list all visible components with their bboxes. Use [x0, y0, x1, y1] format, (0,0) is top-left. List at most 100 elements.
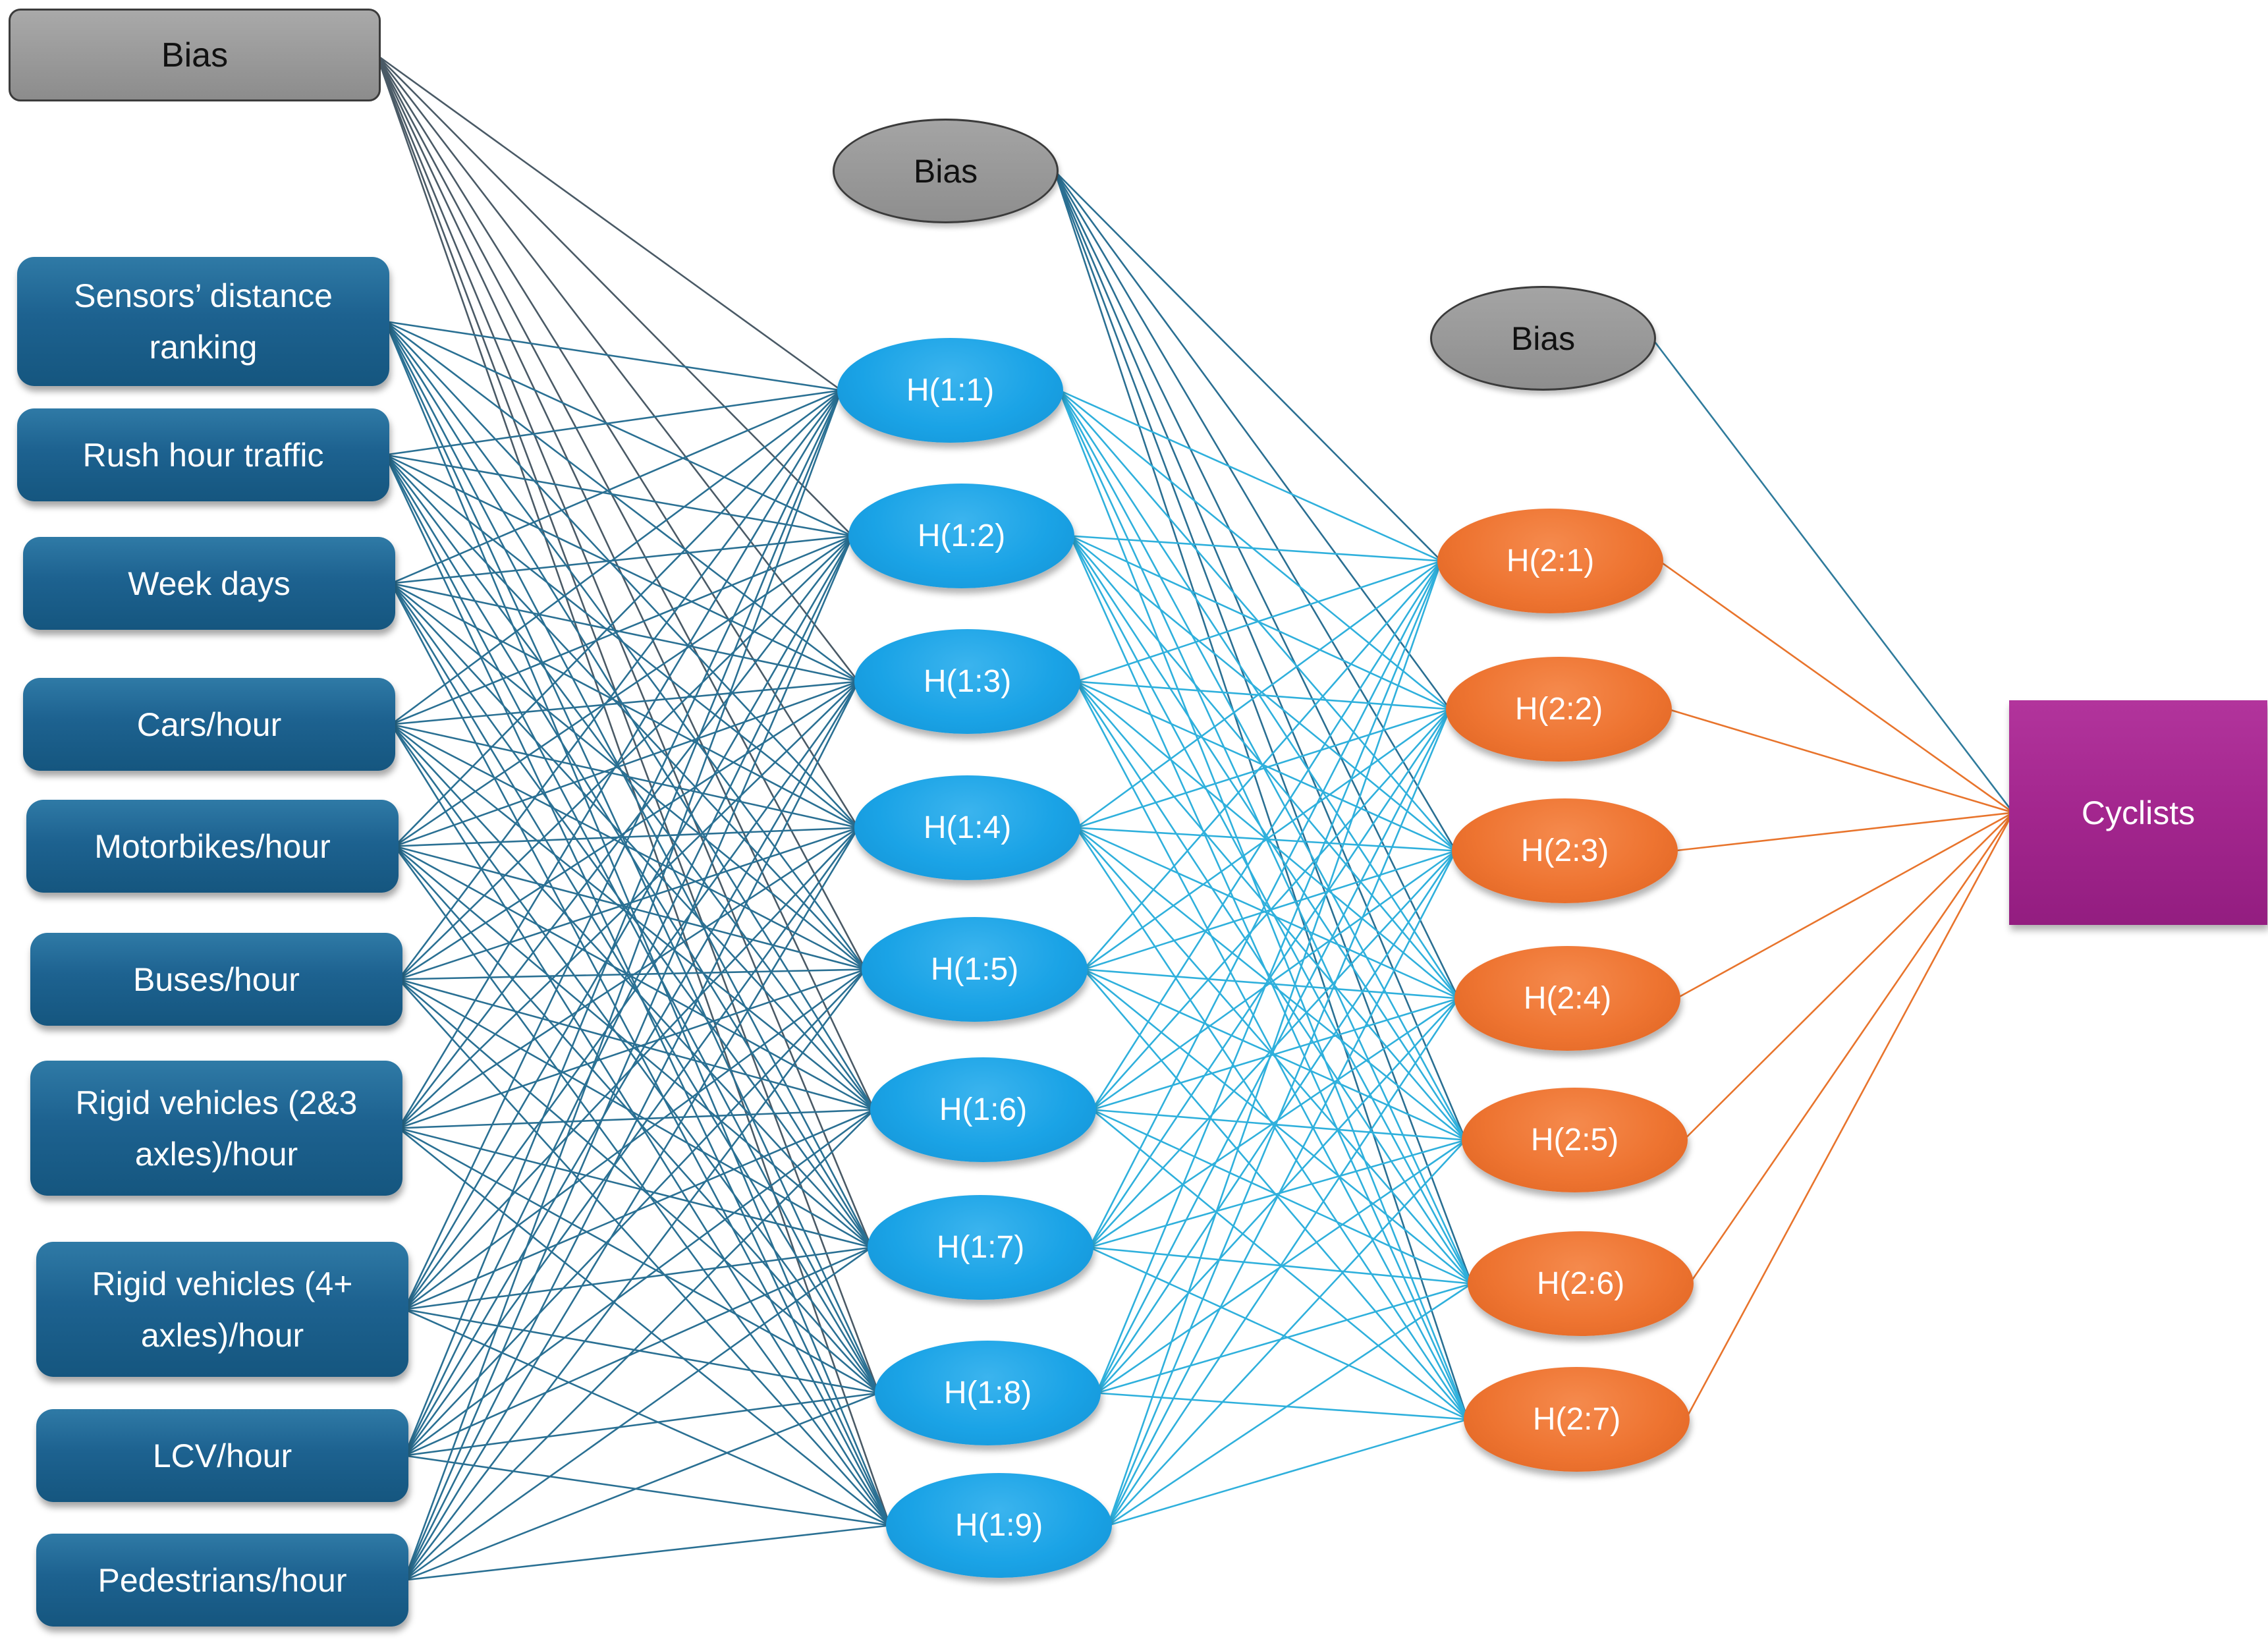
- input-to-hidden1-edge: [384, 454, 891, 1526]
- hidden2-to-output-edge: [1676, 812, 2014, 999]
- hidden1-label: H(1:4): [923, 810, 1012, 845]
- hidden1-label: H(1:3): [923, 664, 1012, 699]
- input-to-hidden1-edge: [391, 723, 866, 970]
- input-to-hidden1-edge: [384, 321, 873, 1248]
- hidden1-label: H(1:8): [943, 1376, 1032, 1410]
- input-to-hidden1-edge: [398, 681, 859, 980]
- output-node-cyclists: Cyclists: [2009, 700, 2267, 925]
- hidden1-to-hidden2-edge: [1076, 708, 1451, 829]
- hidden1-to-hidden2-edge: [1092, 997, 1459, 1111]
- hidden1-node-8: H(1:8): [875, 1341, 1101, 1445]
- hidden1-to-hidden2-edge: [1083, 968, 1459, 999]
- input-bias-edge: [375, 54, 860, 682]
- hidden2-bias-label: Bias: [1510, 320, 1576, 357]
- hidden2-label: H(2:1): [1506, 543, 1595, 578]
- input-to-hidden1-edge: [384, 321, 867, 970]
- input-to-hidden1-edge: [403, 390, 843, 1456]
- input-to-hidden1-edge: [385, 454, 859, 682]
- input-to-hidden1-edge: [391, 535, 853, 584]
- input-to-hidden1-edge: [385, 454, 853, 537]
- hidden1-node-4: H(1:4): [854, 775, 1080, 880]
- input-bias-node: Bias: [9, 9, 381, 101]
- hidden1-to-hidden2-edge: [1091, 560, 1443, 1111]
- hidden1-label: H(1:7): [936, 1230, 1025, 1265]
- hidden2-node-4: H(2:4): [1454, 946, 1680, 1051]
- hidden1-to-hidden2-edge: [1076, 681, 1466, 1141]
- hidden1-to-hidden2-edge: [1070, 535, 1459, 999]
- input-to-hidden1-edge: [404, 968, 866, 1457]
- input-to-hidden1-edge: [404, 1246, 872, 1457]
- input-label: Rigid vehicles (4+ axles)/hour: [92, 1265, 353, 1354]
- hidden1-to-hidden2-edge: [1076, 681, 1451, 710]
- hidden2-label: H(2:4): [1523, 981, 1612, 1016]
- input-to-hidden1-edge: [385, 454, 859, 829]
- input-node-sensors-distance-ranking: Sensors’ distance ranking: [17, 257, 389, 386]
- hidden1-bias-edge: [1053, 170, 1460, 999]
- hidden1-node-3: H(1:3): [854, 629, 1080, 734]
- hidden1-to-hidden2-edge: [1070, 535, 1442, 562]
- input-label: Motorbikes/hour: [94, 827, 331, 865]
- hidden1-to-hidden2-edge: [1076, 681, 1456, 852]
- input-to-hidden1-edge: [384, 454, 875, 1111]
- hidden1-to-hidden2-edge: [1107, 850, 1457, 1526]
- input-node-rush-hour-traffic: Rush hour traffic: [17, 408, 389, 501]
- hidden1-to-hidden2-edge: [1088, 708, 1451, 1248]
- input-node-buses-per-hour: Buses/hour: [30, 933, 402, 1026]
- input-to-hidden1-edge: [397, 535, 854, 1129]
- input-to-hidden1-edge: [403, 535, 854, 1457]
- input-node-pedestrians-per-hour: Pedestrians/hour: [36, 1534, 408, 1627]
- hidden1-to-hidden2-edge: [1107, 1283, 1472, 1526]
- input-to-hidden1-edge: [403, 535, 854, 1310]
- hidden1-bias-edge: [1053, 170, 1457, 852]
- hidden1-bias-label: Bias: [913, 152, 978, 190]
- input-to-hidden1-edge: [394, 681, 859, 847]
- input-to-hidden1-edge: [391, 389, 842, 584]
- input-to-hidden1-edge: [398, 827, 859, 980]
- input-bias-edge: [376, 54, 853, 537]
- hidden1-to-hidden2-edge: [1059, 389, 1451, 710]
- hidden1-to-hidden2-edge: [1070, 535, 1456, 852]
- input-to-hidden1-edge: [398, 968, 866, 980]
- hidden2-label: H(2:6): [1536, 1266, 1625, 1301]
- input-bias-label: Bias: [161, 36, 229, 74]
- hidden1-to-hidden2-edge: [1107, 561, 1443, 1526]
- input-to-hidden1-edge: [404, 1524, 891, 1581]
- input-to-hidden1-edge: [385, 320, 842, 391]
- input-label: Sensors’ distance ranking: [74, 277, 333, 366]
- input-to-hidden1-edge: [404, 1455, 891, 1526]
- input-to-hidden1-edge: [403, 968, 867, 1581]
- input-to-hidden1-edge: [398, 978, 875, 1111]
- input-label: Buses/hour: [133, 961, 300, 998]
- input-to-hidden1-edge: [390, 582, 880, 1394]
- input-to-hidden1-edge: [391, 681, 859, 725]
- hidden1-to-hidden2-edge: [1089, 1139, 1466, 1248]
- hidden2-to-output-edge: [1684, 812, 2014, 1420]
- input-to-hidden1-edge: [385, 321, 859, 829]
- hidden1-to-hidden2-edge: [1089, 1246, 1468, 1420]
- input-bias-edge: [375, 55, 873, 1248]
- input-to-hidden1-edge: [403, 681, 860, 1457]
- hidden1-node-9: H(1:9): [886, 1473, 1112, 1578]
- hidden1-node-7: H(1:7): [868, 1195, 1093, 1300]
- hidden1-bias-edge: [1053, 170, 1467, 1141]
- input-to-hidden1-edge: [394, 845, 875, 1111]
- input-to-hidden1-edge: [394, 827, 859, 847]
- hidden2-node-5: H(2:5): [1462, 1088, 1688, 1192]
- hidden1-to-hidden2-edge: [1095, 561, 1443, 1393]
- input-to-hidden1-edge: [398, 1109, 875, 1129]
- input-to-hidden1-edge: [398, 535, 853, 980]
- input-to-hidden1-edge: [397, 389, 843, 980]
- hidden1-to-hidden2-edge: [1092, 850, 1456, 1111]
- input-node-week-days: Week days: [23, 537, 395, 630]
- input-to-hidden1-edge: [394, 389, 842, 847]
- hidden1-to-hidden2-edge: [1096, 1139, 1466, 1394]
- hidden2-bias-edge: [1651, 337, 2014, 814]
- input-node-cars-per-hour: Cars/hour: [23, 678, 395, 771]
- hidden2-to-output-edge: [1688, 812, 2014, 1285]
- hidden1-label: H(1:9): [954, 1508, 1043, 1543]
- input-to-hidden1-edge: [398, 1127, 891, 1526]
- hidden1-to-hidden2-edge: [1107, 1418, 1468, 1526]
- hidden1-to-hidden2-edge: [1095, 708, 1451, 1394]
- hidden2-to-output-edge: [1683, 812, 2014, 1141]
